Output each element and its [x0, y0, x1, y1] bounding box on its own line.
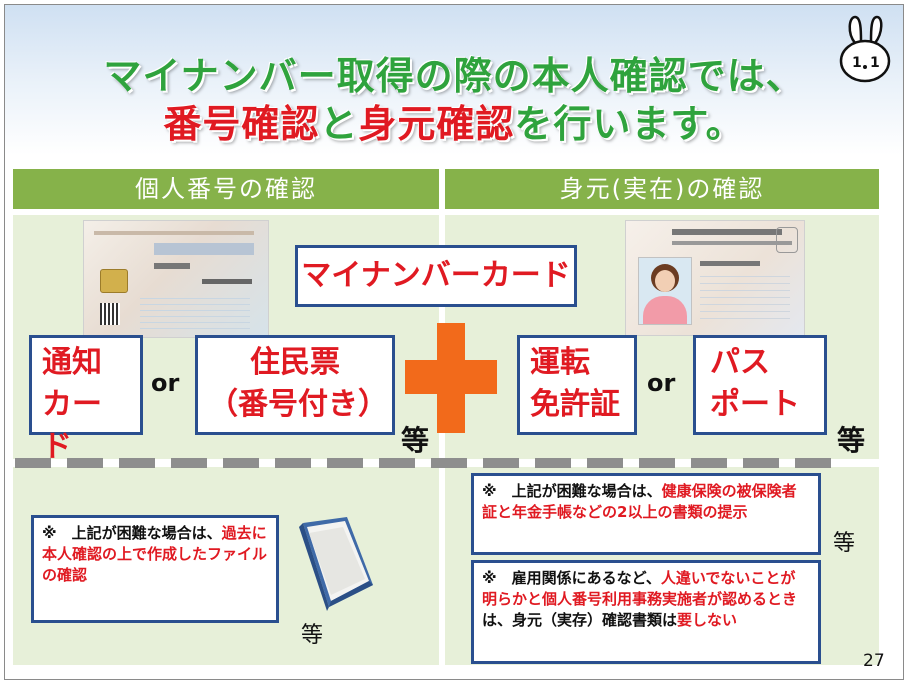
divider-dash: [67, 458, 103, 468]
notification-card-line-2: カード: [42, 387, 102, 464]
title-connector: と: [319, 102, 359, 146]
note-employment-exemption: ※ 雇用関係にあるなど、人違いでないことが明らかと個人番号利用事務実施者が認める…: [471, 560, 821, 664]
divider-dash: [431, 458, 467, 468]
residence-certificate-line-1: 住民票: [250, 345, 340, 380]
divider-dash: [119, 458, 155, 468]
plus-icon-bar: [405, 360, 497, 394]
etc-label-right: 等: [837, 424, 866, 457]
divider-dash: [379, 458, 415, 468]
divider-dash: [587, 458, 623, 468]
page-number: 27: [863, 651, 885, 671]
title-keyword-identity-check: 身元確認: [358, 102, 515, 146]
title-suffix: を行います。: [514, 102, 745, 146]
etc-label-note: 等: [833, 531, 856, 556]
slide: マイナンバー取得の際の本人確認では、 番号確認と身元確認を行います。 1 1 個…: [4, 4, 904, 680]
etc-label-book: 等: [301, 623, 324, 648]
note-left-prefix: ※ 上記が困難な場合は、: [42, 524, 222, 542]
note-left-highlight: 過去に本人確認の上で作成したファイルの確認: [42, 524, 268, 584]
rabbit-mascot-icon: 1 1: [839, 15, 891, 83]
book-icon: [299, 517, 373, 611]
note-r1-prefix: ※ 上記が困難な場合は、: [482, 482, 662, 500]
note-r2-middle: は、身元（実存）確認書類は: [482, 611, 678, 629]
divider-dash: [639, 458, 675, 468]
residence-certificate-line-2: （番号付き）: [208, 387, 388, 422]
notification-card-line-1: 通知: [42, 345, 102, 380]
note-past-file-check: ※ 上記が困難な場合は、過去に本人確認の上で作成したファイルの確認: [31, 515, 279, 623]
note-insurance-documents: ※ 上記が困難な場合は、健康保険の被保険者証と年金手帳などの2以上の書類の提示: [471, 473, 821, 555]
divider-dash: [483, 458, 519, 468]
divider-dash: [327, 458, 363, 468]
drivers-license-line-2: 免許証: [530, 387, 620, 422]
title-keyword-number-check: 番号確認: [163, 102, 320, 146]
passport-line-2: ポート: [710, 387, 800, 422]
divider-dash: [795, 458, 831, 468]
divider-dash: [275, 458, 311, 468]
divider-dash: [171, 458, 207, 468]
my-number-card-back-image: [625, 220, 805, 336]
my-number-card-label: マイナンバーカード: [295, 245, 577, 307]
section-header-number-check: 個人番号の確認: [13, 169, 439, 209]
etc-label-left: 等: [401, 424, 430, 457]
notification-card-box: 通知 カード: [29, 335, 143, 464]
residence-certificate-box: 住民票 （番号付き）: [195, 335, 395, 435]
or-label-right: or: [647, 369, 676, 397]
drivers-license-box: 運転 免許証: [517, 335, 637, 435]
note-r2-highlight-2: 要しない: [677, 611, 738, 629]
passport-line-1: パス: [710, 345, 770, 380]
title-line-2: 番号確認と身元確認を行います。: [5, 93, 903, 148]
passport-box: パス ポート: [693, 335, 827, 435]
note-r1-highlight: 健康保険の被保険者証と年金手帳などの2以上の書類の提示: [482, 482, 797, 521]
title-line-1: マイナンバー取得の際の本人確認では、: [103, 54, 805, 98]
divider-dash: [223, 458, 259, 468]
or-label-left: or: [151, 369, 180, 397]
svg-text:1: 1: [870, 55, 880, 71]
note-r2-prefix: ※ 雇用関係にあるなど、: [482, 569, 661, 587]
section-header-identity-check: 身元(実在)の確認: [445, 169, 879, 209]
divider-dash: [743, 458, 779, 468]
divider-dash: [15, 458, 51, 468]
svg-text:1: 1: [852, 55, 862, 71]
my-number-card-front-image: [83, 220, 269, 338]
divider-dash: [535, 458, 571, 468]
drivers-license-line-1: 運転: [530, 345, 590, 380]
note-r2-highlight: 人違いでないことが明らかと個人番号利用事務実施者が認めるとき: [482, 569, 798, 608]
title-banner: マイナンバー取得の際の本人確認では、 番号確認と身元確認を行います。 1 1: [5, 5, 903, 155]
divider-dash: [691, 458, 727, 468]
